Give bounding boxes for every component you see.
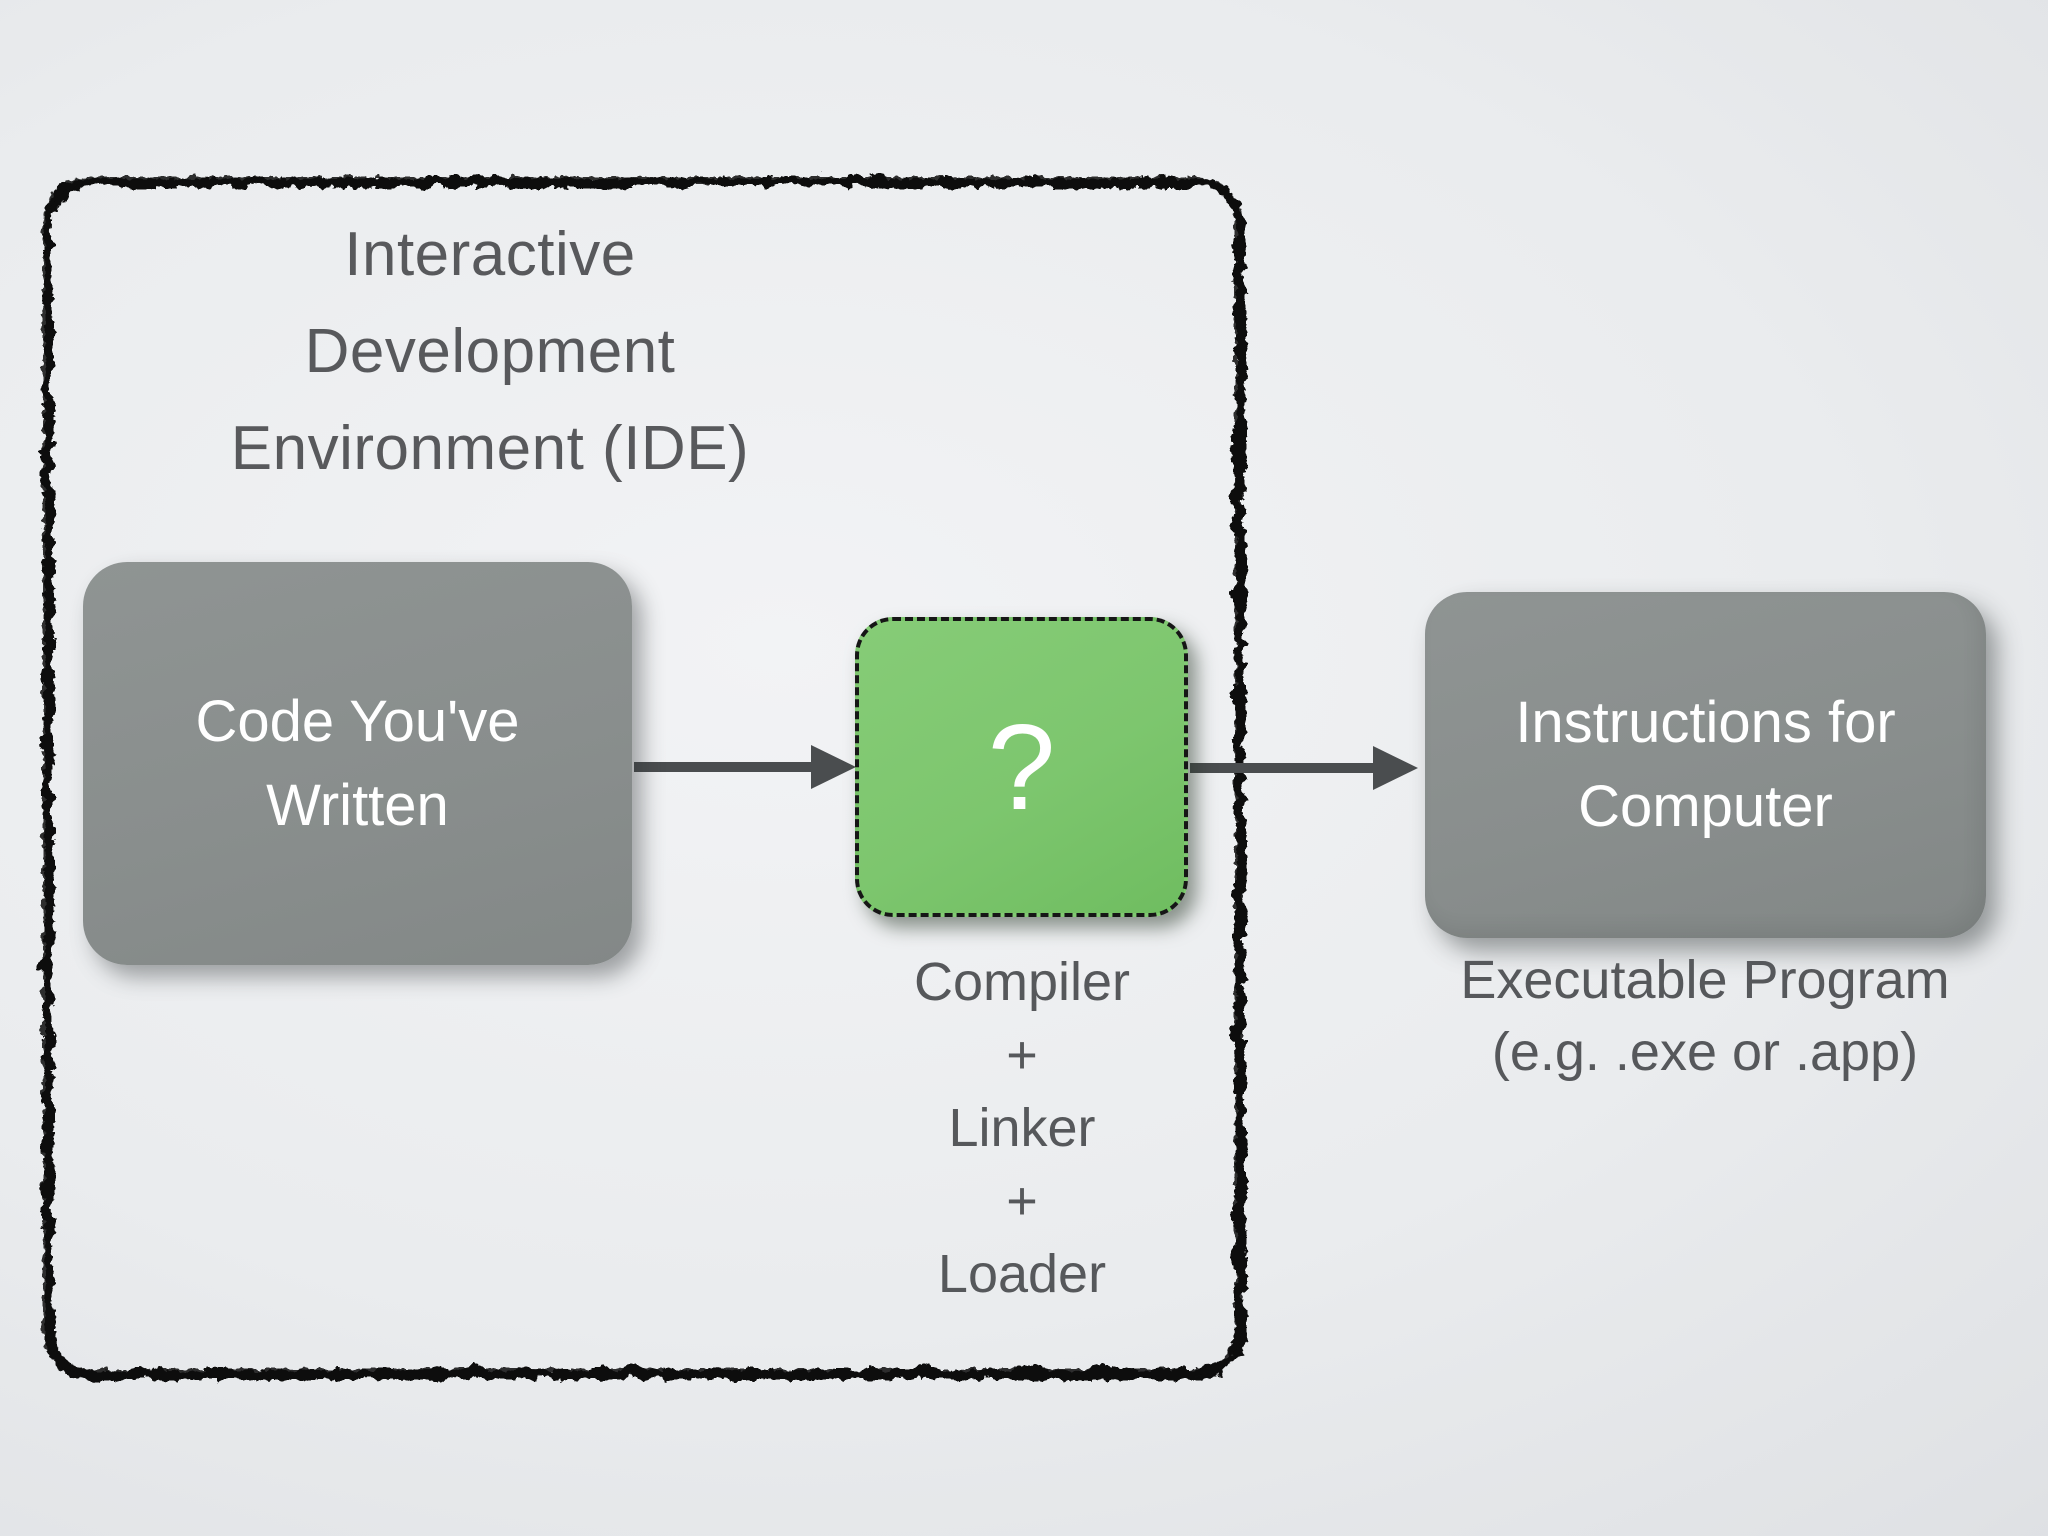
caption-compiler-linker-loader: Compiler + Linker + Loader — [822, 946, 1222, 1311]
caption-exec-line-1: Executable Program — [1460, 950, 1950, 1010]
node-instructions-for-computer: Instructions for Computer — [1425, 592, 1986, 938]
node-instructions-label-line-1: Instructions for — [1515, 690, 1896, 755]
caption-executable-program: Executable Program (e.g. .exe or .app) — [1405, 944, 2005, 1088]
caption-compiler-line-1: Compiler — [913, 952, 1131, 1012]
caption-compiler-line-4: + — [1006, 1171, 1038, 1231]
caption-compiler-line-5: Loader — [937, 1244, 1107, 1304]
ide-title-line-3: Environment (IDE) — [230, 414, 750, 483]
caption-compiler-line-2: + — [1006, 1025, 1038, 1085]
ide-title-line-2: Development — [304, 317, 676, 386]
node-code-youve-written: Code You've Written — [83, 562, 632, 965]
node-instructions-label-line-2: Computer — [1578, 774, 1833, 839]
arrow-code-to-compiler — [634, 745, 856, 789]
arrow-compiler-to-instructions — [1190, 746, 1418, 790]
node-code-label-line-2: Written — [266, 772, 449, 838]
question-mark-symbol: ? — [987, 699, 1056, 835]
node-code-label-line-1: Code You've — [195, 688, 520, 754]
ide-group-title: Interactive Development Environment (IDE… — [90, 206, 890, 497]
ide-title-line-1: Interactive — [344, 220, 636, 289]
node-mystery-compiler: ? — [855, 617, 1188, 917]
caption-compiler-line-3: Linker — [948, 1098, 1096, 1158]
caption-exec-line-2: (e.g. .exe or .app) — [1491, 1022, 1919, 1082]
